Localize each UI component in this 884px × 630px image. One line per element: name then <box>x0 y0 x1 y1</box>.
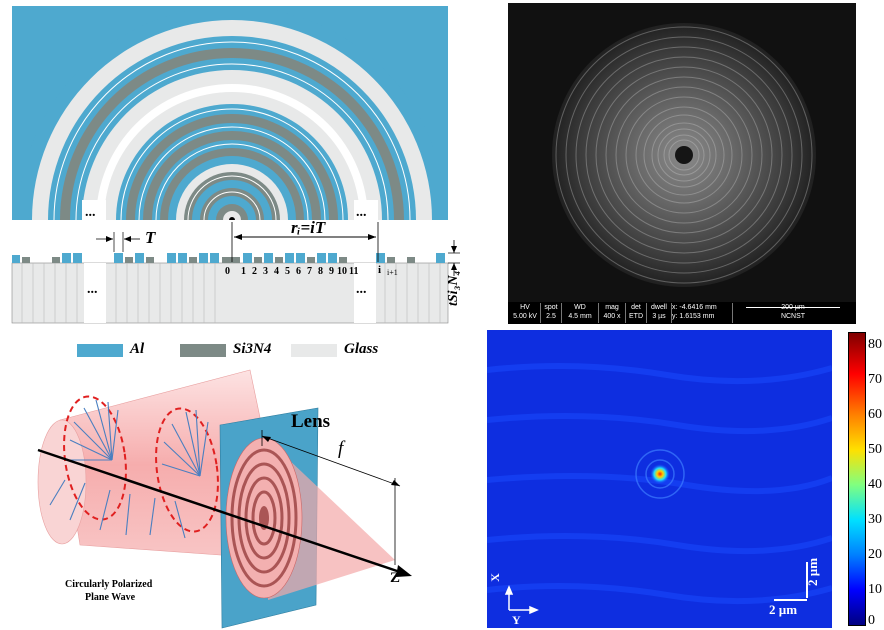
lens-label: Lens <box>291 411 331 432</box>
zone-number-row: 0 1 2 3 4 5 6 7 8 9 10 11 <box>225 266 365 280</box>
zone-number-1: 1 <box>241 266 246 277</box>
map-scale-v-label: 2 µm <box>805 557 820 586</box>
zone-number-0: 0 <box>225 266 230 277</box>
colorbar-tick-70: 70 <box>868 372 882 387</box>
zone-plate-schematic <box>0 6 460 330</box>
colorbar <box>848 332 866 626</box>
z-axis-label: Z <box>390 570 401 586</box>
label-period-T: T <box>145 228 156 247</box>
zone-number-8: 8 <box>318 266 323 277</box>
cross-section <box>11 222 460 324</box>
label-thickness: tSi₃N₄ <box>446 270 461 306</box>
zone-number-7: 7 <box>307 266 312 277</box>
zone-number-3: 3 <box>263 266 268 277</box>
sem-scale-bar <box>746 307 840 308</box>
glass-swatch <box>291 344 337 357</box>
legend-label-al: Al <box>130 341 145 357</box>
colorbar-tick-80: 80 <box>868 337 882 352</box>
zone-number-i-plus-1: i+1 <box>387 268 398 277</box>
sem-scale: 200 µm NCNST <box>734 303 852 323</box>
sem-org-label: NCNST <box>780 313 806 320</box>
al-swatch <box>77 344 123 357</box>
zone-number-6: 6 <box>296 266 301 277</box>
map-axis-y-label: Y <box>512 613 521 627</box>
legend-label-glass: Glass <box>344 341 379 357</box>
map-axis-x-label: X <box>487 573 502 582</box>
map-scale-h-label: 2 µm <box>769 602 798 617</box>
zone-number-5: 5 <box>285 266 290 277</box>
zone-number-10: 10 <box>337 266 347 277</box>
zone-number-9: 9 <box>329 266 334 277</box>
zone-number-4: 4 <box>274 266 279 277</box>
colorbar-tick-10: 10 <box>868 582 882 597</box>
colorbar-tick-60: 60 <box>868 407 882 422</box>
sem-image <box>508 3 856 303</box>
colorbar-tick-40: 40 <box>868 477 882 492</box>
dots-right-top: ... <box>356 205 367 220</box>
si3n4-swatch <box>180 344 226 357</box>
focal-intensity-map <box>487 330 832 628</box>
colorbar-tick-20: 20 <box>868 547 882 562</box>
caption-line-2: Plane Wave <box>85 592 136 603</box>
legend-label-si3n4: Si3N4 <box>233 341 272 357</box>
caption-line-1: Circularly Polarized <box>65 579 153 590</box>
zone-number-11: 11 <box>349 266 359 277</box>
lens-illustration <box>37 369 412 629</box>
dots-right-bottom: ... <box>356 282 367 297</box>
colorbar-tick-50: 50 <box>868 442 882 457</box>
zone-number-i: i <box>378 264 382 276</box>
zone-number-2: 2 <box>252 266 257 277</box>
focal-length-label: f <box>338 438 344 459</box>
colorbar-tick-0: 0 <box>868 613 875 628</box>
dots-left-bottom: ... <box>87 282 98 297</box>
label-radius: rᵢ=iT <box>291 218 326 237</box>
dots-left-top: ... <box>85 205 96 220</box>
colorbar-tick-30: 30 <box>868 512 882 527</box>
